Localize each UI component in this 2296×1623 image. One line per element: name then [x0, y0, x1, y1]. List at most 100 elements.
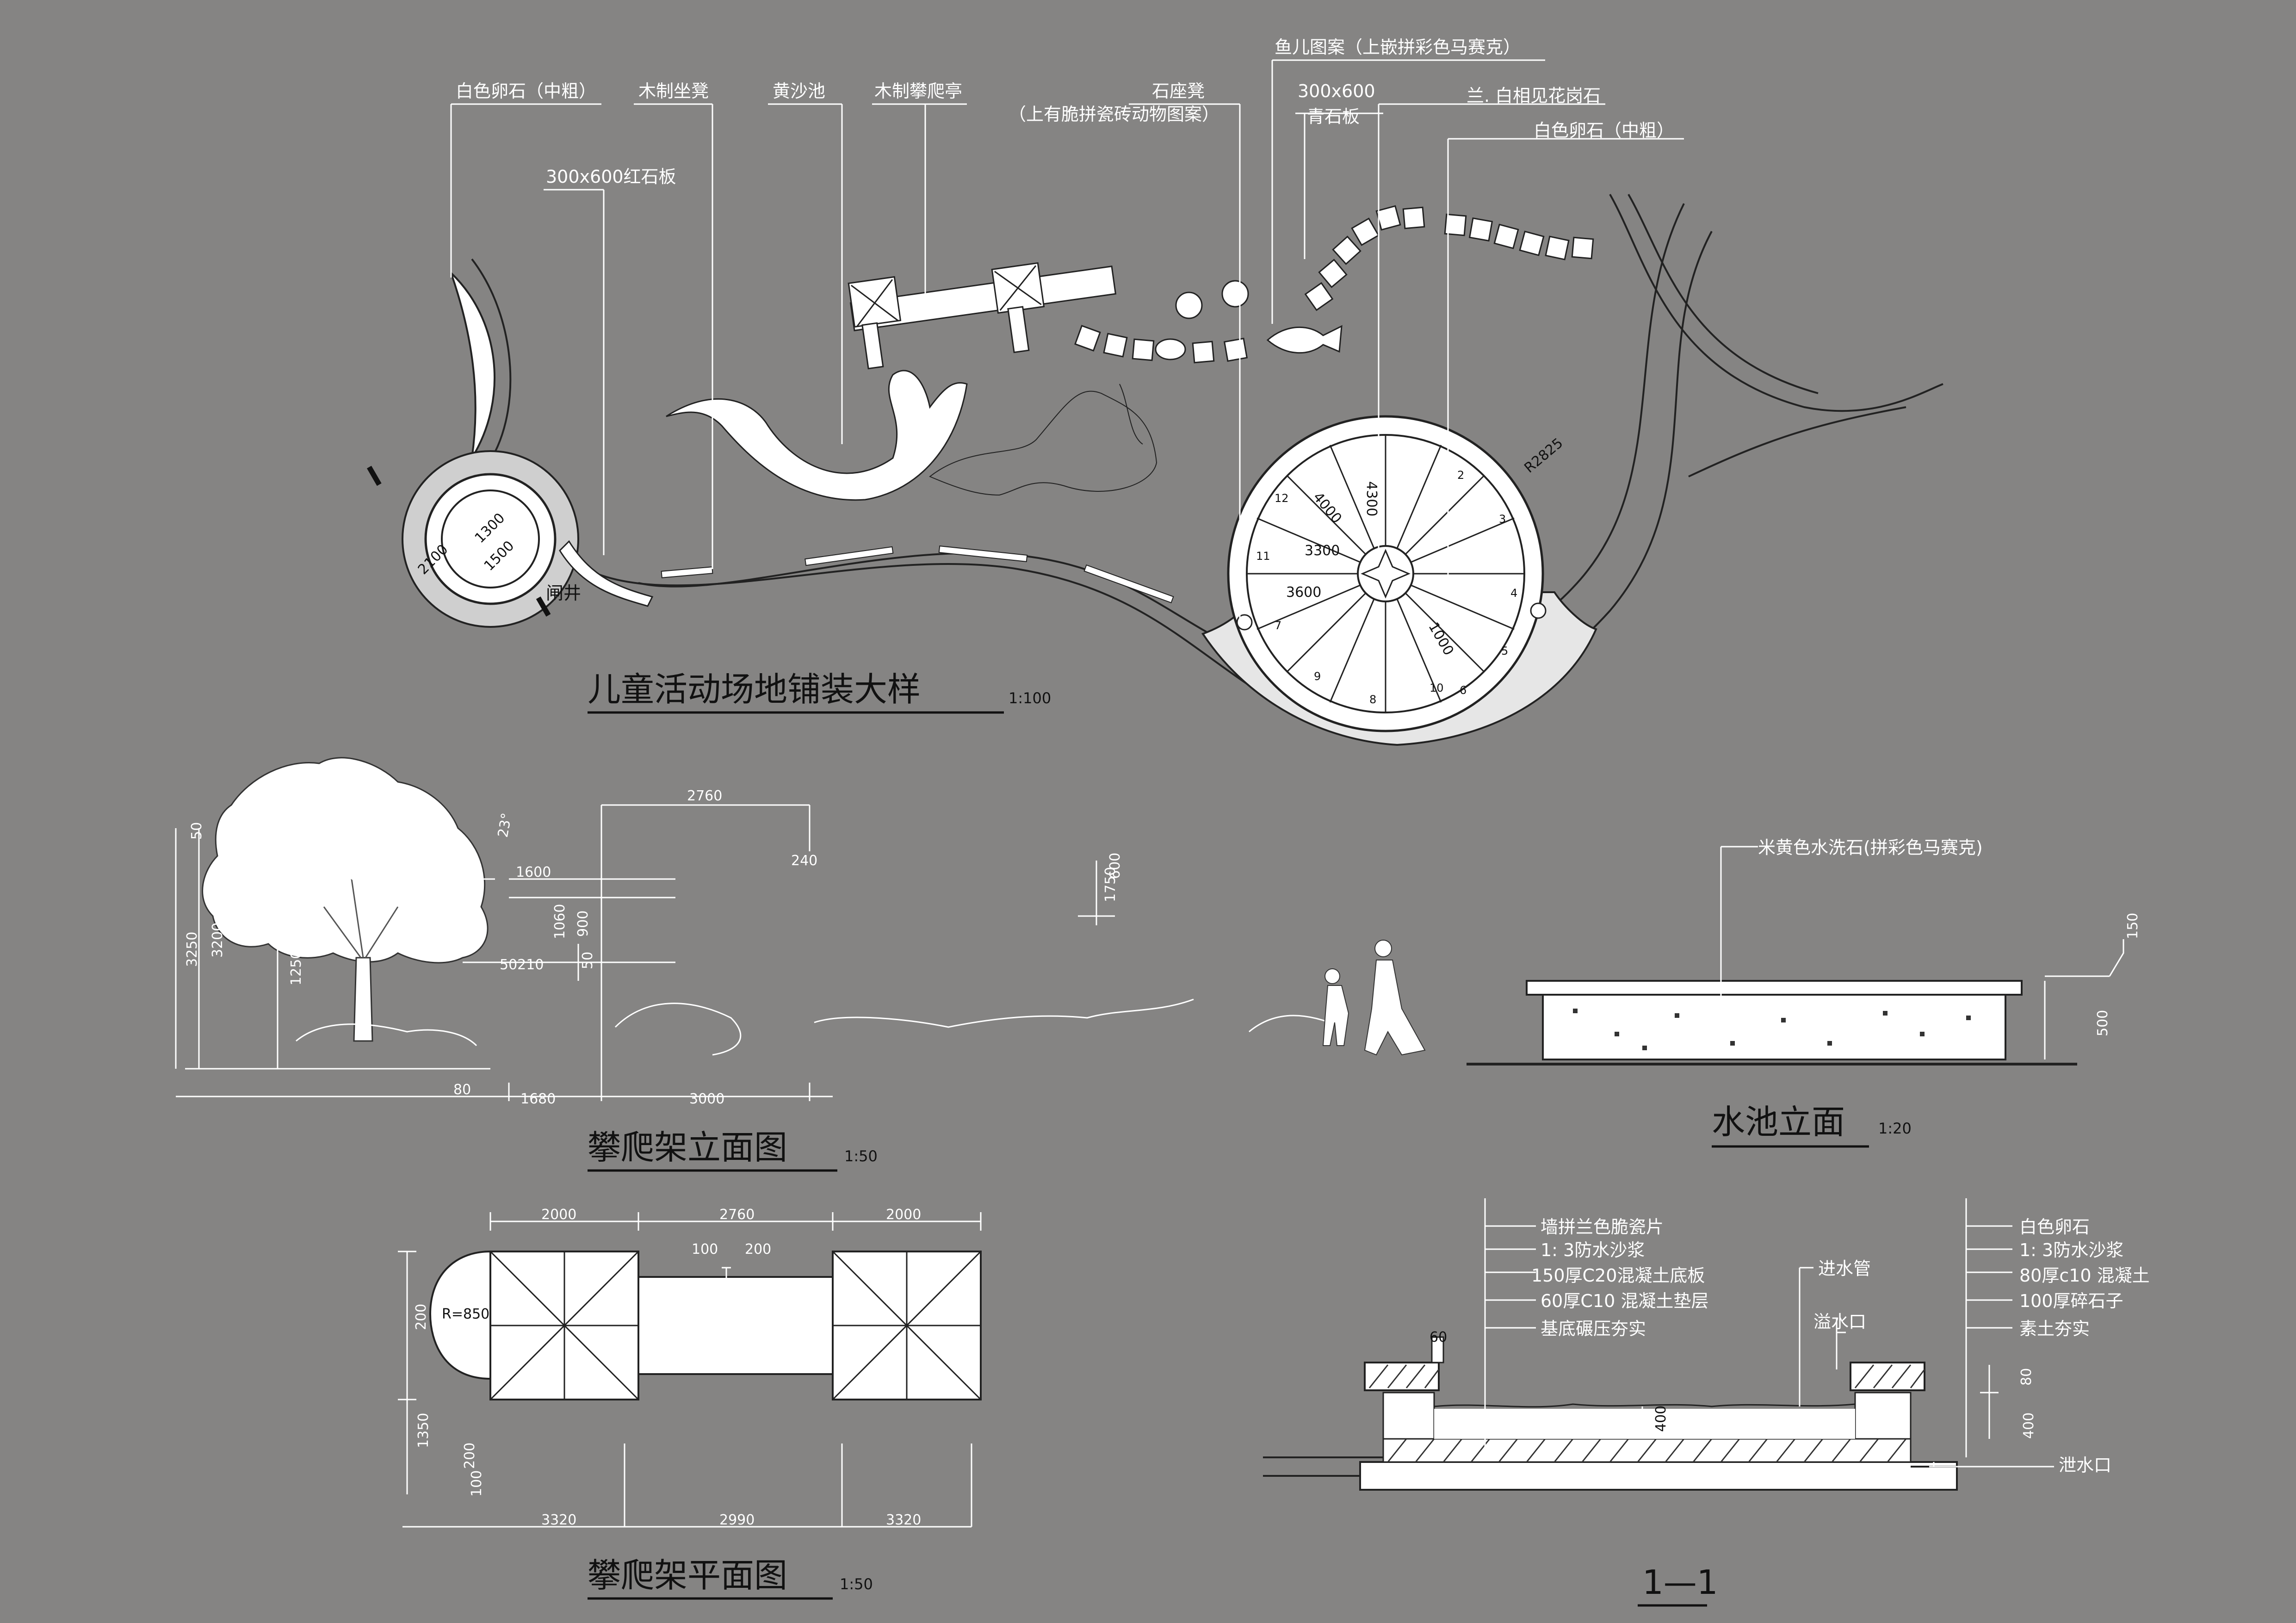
dim-3600: 3600	[1286, 584, 1321, 601]
plan-title: 儿童活动场地铺装大样	[588, 670, 921, 709]
ground-shrubs	[296, 998, 1342, 1056]
branch-path-upper	[1609, 194, 1943, 412]
svg-text:80厚c10 混凝土: 80厚c10 混凝土	[2019, 1265, 2150, 1286]
svg-text:830: 830	[446, 917, 462, 944]
svg-text:8: 8	[1369, 693, 1376, 706]
svg-text:100: 100	[469, 1470, 485, 1497]
svg-text:60: 60	[1430, 1329, 1447, 1345]
svg-text:400: 400	[2021, 1412, 2037, 1439]
label-wood-bench: 木制坐凳	[638, 81, 709, 101]
elevation-dims: 2760 240 23° 50 1600 1750 600 3250 3200 …	[184, 788, 1123, 1107]
stepping-stones	[1074, 205, 1594, 364]
section-concrete-layer	[1382, 1438, 1912, 1463]
svg-text:素土夯实: 素土夯实	[2019, 1319, 2090, 1339]
sandpit-shape	[666, 370, 968, 501]
svg-text:2: 2	[1457, 469, 1464, 482]
svg-text:3320: 3320	[541, 1512, 576, 1528]
svg-text:2990: 2990	[719, 1512, 755, 1528]
section-right-layers: 白色卵石 1: 3防水沙浆 80厚c10 混凝土 100厚碎石子 素土夯实	[2019, 1217, 2150, 1339]
plan-scale: 1:100	[1009, 689, 1051, 707]
label-drain: 泄水口	[2059, 1455, 2111, 1475]
svg-text:200: 200	[745, 1241, 771, 1258]
svg-text:1750: 1750	[1102, 867, 1119, 902]
section-leaders	[1484, 1198, 2054, 1468]
branch-path-right	[1688, 406, 1906, 477]
wood-bench-4	[1083, 564, 1174, 604]
label-sandpit: 黄沙池	[773, 81, 825, 101]
leader-lines	[450, 59, 1684, 620]
wood-bench-2	[805, 546, 894, 566]
svg-text:2000: 2000	[886, 1207, 921, 1223]
child-silhouette	[1322, 968, 1349, 1046]
svg-text:R=850: R=850	[442, 1306, 489, 1322]
svg-text:7: 7	[1275, 619, 1281, 632]
svg-text:11: 11	[1256, 550, 1270, 563]
water-surface	[1434, 1403, 1856, 1408]
elevation-scale: 1:50	[844, 1147, 878, 1165]
svg-text:4: 4	[1510, 587, 1517, 600]
svg-text:3000: 3000	[689, 1091, 724, 1107]
section-coping-left	[1364, 1362, 1440, 1391]
section-wall-right	[1854, 1392, 1912, 1440]
label-wood-pavilion: 木制攀爬亭	[874, 81, 962, 101]
wheel-dial-numbers: 2 3 4 5 6 7 8 9 10 11 12	[1256, 469, 1517, 706]
pool-elevation: 米黄色水洗石(拼彩色马赛克) 150 500 水池立面 1:20	[1467, 837, 2141, 1148]
label-stone-seat: 石座凳	[1152, 81, 1205, 101]
climbing-frame-elevation: 2760 240 23° 50 1600 1750 600 3250 3200 …	[175, 757, 1426, 1172]
label-red-slab: 300x600红石板	[546, 167, 676, 187]
svg-text:3320: 3320	[886, 1512, 921, 1528]
label-gate: 闸井	[546, 583, 581, 603]
svg-text:200: 200	[413, 1304, 429, 1330]
pool-label: 米黄色水洗石(拼彩色马赛克)	[1758, 837, 1983, 858]
svg-text:50: 50	[443, 887, 459, 904]
svg-text:200: 200	[462, 1443, 478, 1469]
svg-text:2760: 2760	[719, 1207, 755, 1223]
label-inlet: 进水管	[1818, 1258, 1871, 1279]
svg-text:60厚C10 混凝土垫层: 60厚C10 混凝土垫层	[1541, 1291, 1708, 1311]
svg-text:2000: 2000	[541, 1207, 576, 1223]
svg-text:400: 400	[1653, 1406, 1669, 1432]
label-blue-slab-size: 300x600	[1298, 81, 1375, 101]
climbing-frame-plan: 2000 2760 2000 100 200 R=850 200 1350 10…	[398, 1207, 982, 1600]
frame-plan-title: 攀爬架平面图	[588, 1556, 787, 1595]
svg-text:1060: 1060	[552, 904, 568, 939]
label-stone-seat-note: （上有脆拼瓷砖动物图案）	[1009, 104, 1219, 124]
section-title: 1—1	[1642, 1563, 1718, 1602]
svg-text:3200: 3200	[210, 923, 226, 958]
svg-text:1600: 1600	[516, 864, 551, 880]
round-pad-left	[402, 450, 579, 628]
elevation-title: 攀爬架立面图	[588, 1128, 787, 1167]
svg-text:50: 50	[189, 822, 205, 840]
frame-bridge	[637, 1276, 834, 1375]
sandpit-wave-outline	[929, 384, 1157, 496]
label-blue-slab: 青石板	[1307, 106, 1360, 127]
section-wall-left	[1382, 1392, 1435, 1440]
section-1-1: 墙拼兰色脆瓷片 1: 3防水沙浆 150厚C20混凝土底板 60厚C10 混凝土…	[1263, 1198, 2150, 1607]
svg-text:900: 900	[575, 911, 591, 937]
svg-text:80: 80	[2018, 1368, 2035, 1386]
branch-path-lower	[1628, 194, 1819, 394]
wood-bench-3	[938, 545, 1028, 562]
label-pebble-right: 白色卵石（中粗）	[1534, 120, 1674, 141]
svg-text:12: 12	[1275, 492, 1289, 505]
svg-text:50210: 50210	[500, 957, 544, 973]
wood-bench-1	[661, 566, 713, 578]
section-coping-right	[1850, 1362, 1925, 1391]
svg-text:5: 5	[1501, 644, 1508, 657]
adult-silhouette	[1364, 940, 1426, 1056]
svg-text:100厚碎石子: 100厚碎石子	[2019, 1291, 2123, 1311]
wood-pavilion	[848, 262, 1117, 370]
elevation-dim-lines	[175, 804, 1115, 1101]
section-base-slab	[1359, 1461, 1958, 1491]
svg-text:6: 6	[1460, 684, 1467, 697]
svg-text:50: 50	[580, 952, 596, 969]
tree-trunk	[353, 957, 373, 1042]
svg-text:1350: 1350	[415, 1413, 432, 1448]
svg-text:白色卵石: 白色卵石	[2019, 1217, 2090, 1237]
svg-text:500: 500	[2095, 1010, 2111, 1036]
frame-plan-dims: 2000 2760 2000 100 200 R=850 200 1350 10…	[413, 1207, 921, 1528]
svg-text:100: 100	[692, 1241, 718, 1258]
svg-text:3: 3	[1499, 513, 1506, 526]
svg-text:1: 3防水沙浆: 1: 3防水沙浆	[1541, 1240, 1645, 1260]
